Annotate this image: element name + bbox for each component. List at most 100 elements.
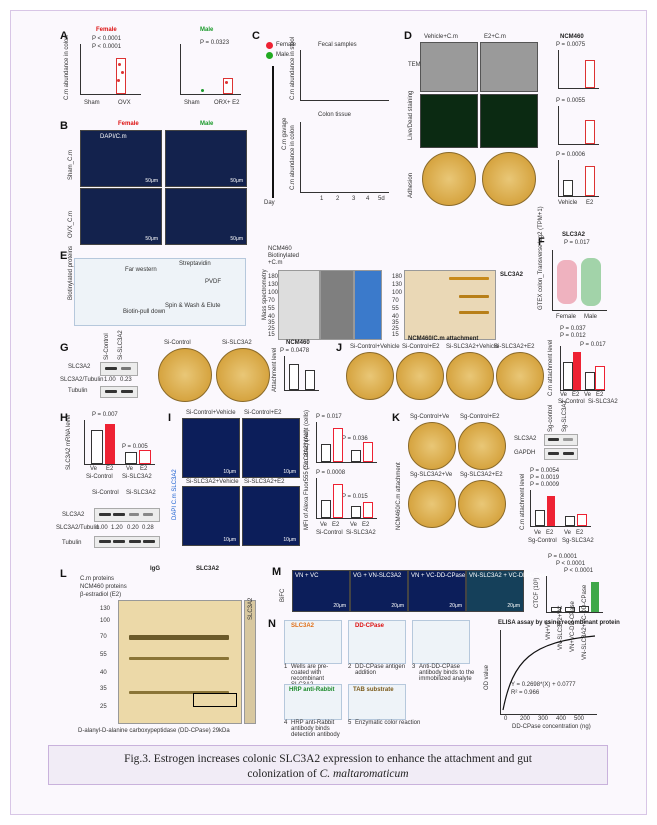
panel-e-mw-130: 130 — [268, 282, 279, 288]
bar-h-1 — [91, 430, 103, 464]
elisa-curve — [502, 635, 596, 711]
bar-i1-4 — [363, 442, 373, 462]
band — [449, 277, 489, 280]
panel-k-plate-3: Sg-SLC3A2+Ve — [410, 472, 453, 478]
panel-f-title: SLC3A2 — [562, 232, 586, 238]
panel-i-g2: Si-SLC3A2 — [346, 530, 376, 536]
figure-caption: Fig.3. Estrogen increases colonic SLC3A2… — [49, 752, 607, 782]
panel-e-mw-40: 40 — [268, 314, 275, 320]
panel-h-ratio-3: 0.20 — [127, 525, 139, 531]
elisa-x4: 500 — [574, 716, 585, 722]
tem-image-e2 — [480, 42, 538, 92]
panel-g-title: NCM460 — [286, 340, 310, 346]
female-legend-dot — [266, 42, 273, 49]
panel-d-p1: P = 0.0075 — [556, 42, 586, 48]
panel-k-g1: Sg-Control — [528, 538, 557, 544]
panel-f-ylabel: GTEX colon_Transverse log2 (TPM+1) — [538, 206, 544, 310]
step-streptavidin: Streptavidin — [179, 261, 211, 267]
panel-h-wb-row-slc: SLC3A2 — [62, 512, 85, 518]
panel-e-row-ncm: NCM460 — [268, 246, 292, 252]
panel-g-row-slc: SLC3A2 — [68, 364, 91, 370]
panel-k-x2: E2 — [546, 530, 554, 536]
panel-c-bottom-title: Colon tissue — [318, 112, 352, 118]
scale-bar-label: 50μm — [230, 178, 243, 184]
panel-j-x4: E2 — [596, 392, 604, 398]
panel-f-x-female: Female — [556, 314, 577, 320]
panel-k-x3: Ve — [564, 530, 572, 536]
panel-d-bar-e2 — [585, 60, 595, 88]
panel-label-b: B — [60, 120, 68, 132]
band — [113, 540, 125, 543]
wb-tubulin — [100, 386, 138, 398]
if-image-4: 10μm — [242, 486, 300, 546]
panel-k-x1: Ve — [534, 530, 542, 536]
panel-a-ylabel: C.m abundance in colon — [64, 35, 70, 100]
panel-k-p1: P = 0.0054 — [530, 468, 560, 474]
caption-line-1: Fig.3. Estrogen increases colonic SLC3A2… — [124, 753, 532, 765]
panel-c-xtick-1: 1 — [320, 196, 324, 202]
panel-d-chart-3 — [558, 160, 599, 197]
panel-f-axis — [552, 250, 607, 311]
band — [129, 691, 229, 694]
bar-i2-1 — [321, 500, 331, 518]
elisa-num-5: 5 — [348, 720, 352, 726]
band — [459, 311, 489, 314]
panel-h-g2: Si-SLC3A2 — [122, 474, 152, 480]
panel-i-x4: E2 — [362, 522, 370, 528]
elisa-num-4: 4 — [284, 720, 288, 726]
panel-e-mw-15: 15 — [268, 332, 275, 338]
elisa-t2: DD-CPase — [355, 623, 385, 629]
panel-j-g1: Si-Control — [558, 399, 585, 405]
bar-k-1 — [535, 510, 545, 526]
plate-si-control — [158, 348, 212, 402]
panel-e-biotinylated: Biotinylated proteins — [68, 245, 74, 300]
panel-i-tile-4: Si-SLC3A2+E2 — [244, 479, 285, 485]
elisa-t3: HRP anti-Rabbit — [289, 687, 335, 693]
panel-c-xtick-3: 3 — [352, 196, 356, 202]
panel-label-a: A — [60, 30, 68, 42]
panel-d-bar-e2-2 — [585, 120, 595, 144]
panel-a-p3: P = 0.0323 — [200, 40, 230, 46]
panel-c-ylabel-top: C.m abundance in stool — [290, 36, 296, 100]
panel-k-ylabel: C.m attachment level — [520, 473, 526, 530]
data-dot — [225, 81, 228, 84]
panel-k-row-slc: SLC3A2 — [514, 436, 537, 442]
panel-g-row-ratio: SLC3A2/Tubulin — [60, 377, 104, 383]
elisa-title: ELISA assay by using recombinant protein — [498, 620, 620, 626]
elisa-desc-2: DD-CPase antigen addition — [355, 664, 406, 676]
elisa-equation: Y = 0.2698*(X) + 0.0777 — [511, 682, 576, 688]
bar-k-3 — [565, 516, 575, 526]
timeline-gavage: C.m gavage — [282, 117, 288, 150]
band — [121, 367, 131, 370]
elisa-x0: 0 — [504, 716, 508, 722]
panel-l-mw-35: 35 — [100, 686, 107, 692]
panel-l-caption: D-alanyl-D-alanine carboxypeptidase (DD-… — [78, 728, 230, 734]
scale-bar-label: 20μm — [333, 603, 346, 609]
live-dead-vehicle — [420, 94, 478, 148]
panel-b-row-1: Sham_C.m — [68, 149, 74, 180]
timeline-day: Day — [264, 200, 275, 206]
scale-bar-label: 50μm — [230, 236, 243, 242]
panel-h-chart — [84, 420, 155, 465]
band — [129, 513, 139, 516]
violin-female — [557, 260, 577, 304]
band — [99, 513, 111, 516]
band — [121, 390, 133, 393]
gel-silver-right — [404, 270, 496, 340]
panel-label-m: M — [272, 566, 282, 578]
panel-l-marker: SLC3A2 — [248, 597, 254, 620]
panel-a-group-orx: ORX+ E2 — [214, 100, 240, 106]
panel-a-left-axis — [80, 44, 141, 95]
bar-h-3 — [125, 452, 137, 464]
bar-m-3 — [579, 606, 589, 612]
scale-bar-label: 50μm — [145, 178, 158, 184]
panel-e-mwr-25: 25 — [392, 326, 399, 332]
elisa-step-4: HRP anti-Rabbit — [284, 684, 342, 720]
panel-m-p2: P < 0.0001 — [556, 561, 586, 567]
silver-stain-gel — [118, 600, 242, 724]
band — [99, 540, 111, 543]
live-dead-e2 — [480, 94, 538, 148]
panel-i-x3: Ve — [350, 522, 358, 528]
panel-m-side: BiFC — [280, 588, 286, 602]
